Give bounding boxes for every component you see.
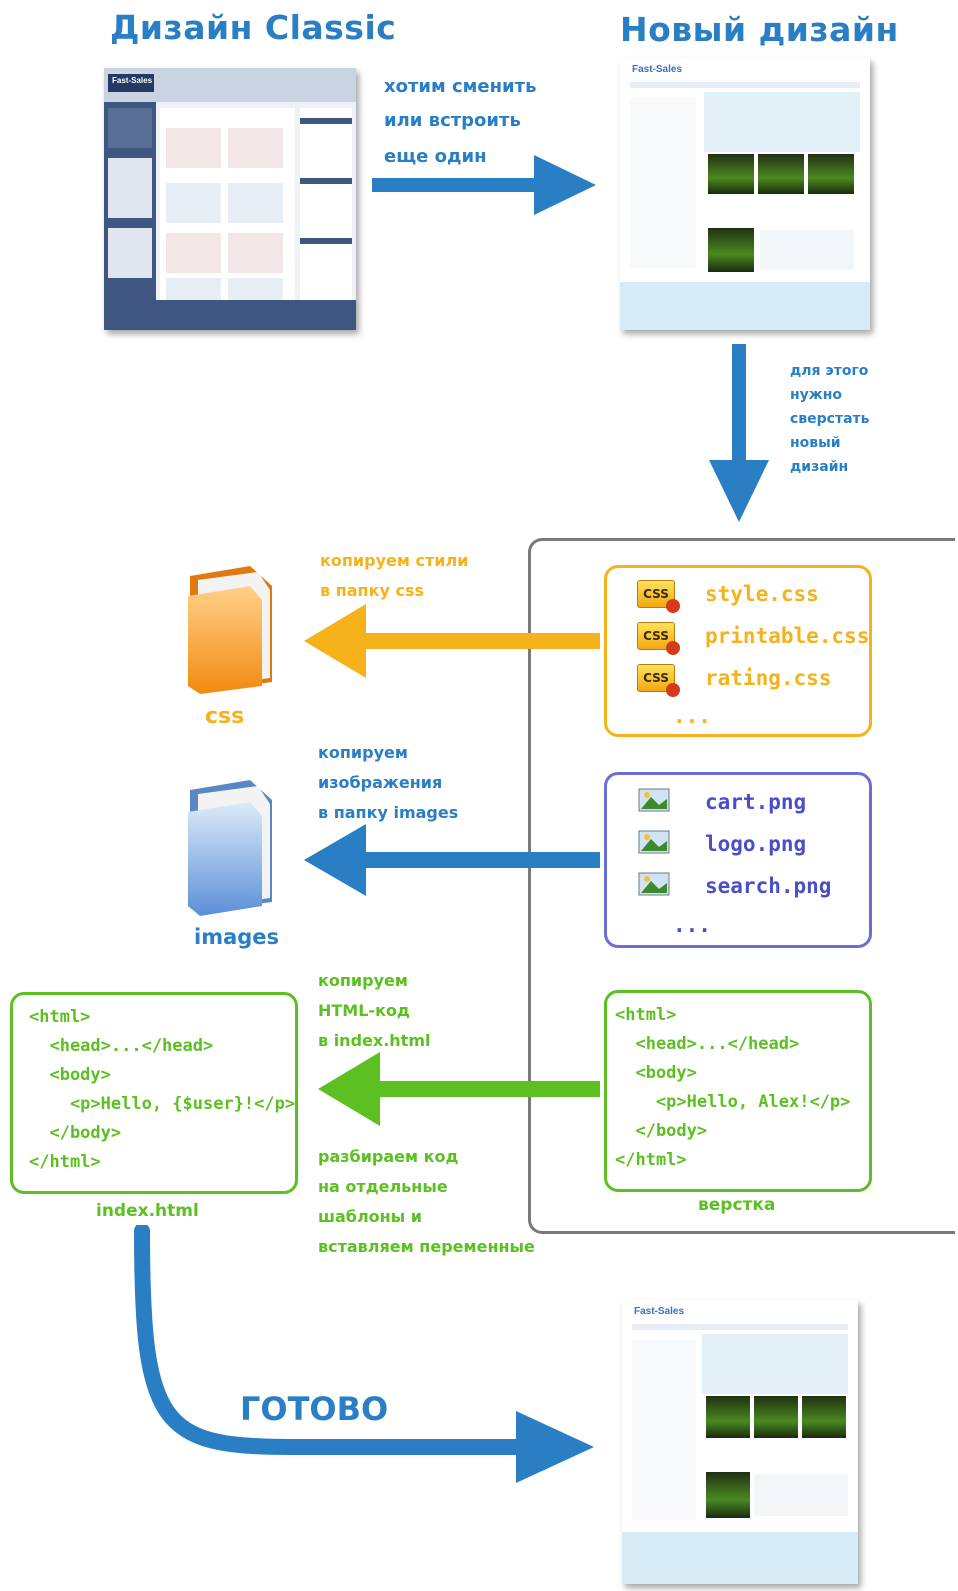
image-file-icon	[638, 830, 670, 854]
css-file-name: rating.css	[705, 666, 832, 690]
final-design-screenshot: Fast-Sales	[622, 1300, 858, 1584]
css-file-icon: CSS	[637, 580, 680, 613]
title-classic: Дизайн Classic	[110, 8, 397, 47]
label-done: ГОТОВО	[240, 1390, 389, 1428]
css-folder-label: css	[205, 704, 245, 729]
title-new: Новый дизайн	[620, 10, 899, 49]
code-line: <head>...</head>	[615, 1034, 800, 1054]
classic-logo: Fast-Sales	[112, 76, 153, 85]
label-layout-3: сверстать	[790, 411, 870, 427]
label-copy-styles-2: в папку css	[320, 581, 424, 600]
image-file-name: cart.png	[705, 790, 807, 814]
css-file-item: CSS style.css	[637, 580, 819, 613]
code-line: <html>	[29, 1007, 91, 1027]
label-parse-4: вставляем переменные	[318, 1237, 535, 1256]
label-layout-4: новый	[790, 435, 841, 451]
code-line: <body>	[615, 1063, 697, 1083]
label-replace-1: хотим сменить	[384, 76, 537, 97]
arrow-copy-styles	[304, 604, 600, 678]
label-replace-2: или встроить	[384, 110, 521, 131]
code-line: </body>	[29, 1123, 122, 1143]
label-parse-2: на отдельные	[318, 1177, 448, 1196]
image-file-item: cart.png	[637, 787, 806, 817]
new-design-screenshot: Fast-Sales	[620, 58, 870, 330]
image-file-item: logo.png	[637, 829, 806, 859]
css-file-item: CSS printable.css	[637, 622, 870, 655]
label-parse-1: разбираем код	[318, 1147, 459, 1166]
final-design-logo: Fast-Sales	[634, 1306, 685, 1317]
arrow-copy-html	[318, 1052, 600, 1126]
arrow-done	[134, 1225, 594, 1483]
label-layout-1: для этого	[790, 363, 869, 379]
arrow-replace	[372, 155, 596, 215]
image-file-icon	[638, 788, 670, 812]
label-copy-images-2: изображения	[318, 773, 443, 792]
image-file-icon	[638, 872, 670, 896]
css-file-name: printable.css	[705, 624, 870, 648]
label-layout-5: дизайн	[790, 459, 849, 475]
index-caption: index.html	[96, 1201, 199, 1221]
images-folder-label: images	[194, 925, 280, 949]
label-copy-styles-1: копируем стили	[320, 551, 469, 570]
layout-code-box: <html> <head>...</head> <body> <p>Hello,…	[604, 990, 872, 1192]
index-code-box: <html> <head>...</head> <body> <p>Hello,…	[10, 992, 298, 1194]
image-file-name: logo.png	[705, 832, 807, 856]
css-files-more: ...	[673, 704, 711, 728]
label-parse-3: шаблоны и	[318, 1207, 422, 1226]
code-line: <p>Hello, Alex!</p>	[615, 1092, 851, 1112]
code-line: </body>	[615, 1121, 708, 1141]
image-files-box: cart.png logo.png search.png ...	[604, 772, 872, 948]
image-files-more: ...	[673, 913, 711, 937]
css-file-item: CSS rating.css	[637, 664, 832, 697]
label-copy-images-3: в папку images	[318, 803, 459, 822]
code-line: <body>	[29, 1065, 111, 1085]
images-folder-icon	[188, 780, 272, 916]
code-line: <head>...</head>	[29, 1036, 214, 1056]
css-folder-icon	[188, 566, 272, 694]
arrow-down-layout	[709, 344, 769, 522]
classic-design-screenshot: Fast-Sales	[104, 68, 356, 330]
label-copy-images-1: копируем	[318, 743, 408, 762]
css-file-name: style.css	[705, 582, 819, 606]
label-layout-2: нужно	[790, 387, 843, 403]
label-copy-html-2: HTML-код	[318, 1001, 410, 1020]
code-line: <html>	[615, 1005, 677, 1025]
code-line: </html>	[29, 1152, 101, 1172]
label-replace-3: еще один	[384, 146, 487, 167]
image-file-item: search.png	[637, 871, 831, 901]
css-file-icon: CSS	[637, 622, 680, 655]
css-files-box: CSS style.css CSS printable.css CSS rati…	[604, 565, 872, 737]
label-copy-html-1: копируем	[318, 971, 408, 990]
code-line: <p>Hello, {$user}!</p>	[29, 1094, 296, 1114]
code-line: </html>	[615, 1150, 687, 1170]
label-copy-html-3: в index.html	[318, 1031, 431, 1050]
arrow-copy-images	[304, 824, 600, 896]
new-design-logo: Fast-Sales	[632, 64, 683, 75]
css-file-icon: CSS	[637, 664, 680, 697]
layout-caption: верстка	[698, 1195, 776, 1215]
image-file-name: search.png	[705, 874, 832, 898]
